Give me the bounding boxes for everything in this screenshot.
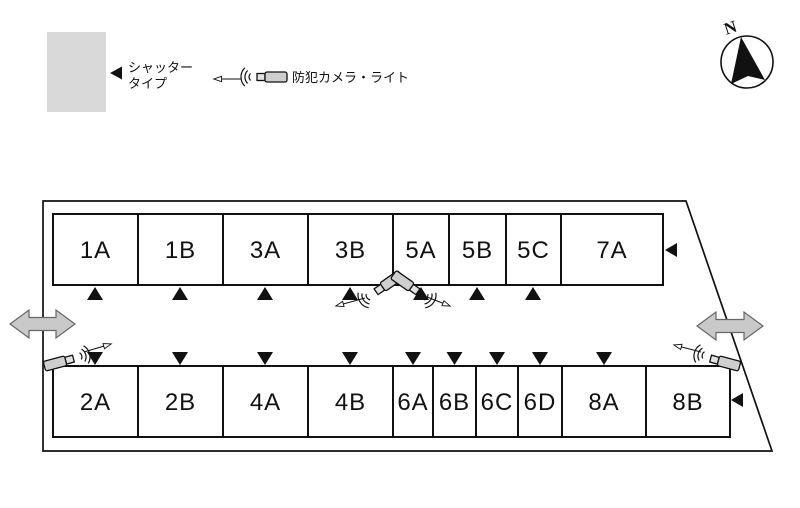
unit-label: 4A [250,389,281,416]
north-arrow-icon [731,37,765,84]
shutter-marker-8B-icon [731,393,743,407]
legend-camera-label: 防犯カメラ・ライト [292,70,409,85]
camera-direction-arrow [672,343,702,353]
legend: シャッター タイプ 防犯カメラ・ライト [47,32,409,112]
legend-shutter-label-line1: シャッター [128,60,193,75]
unit-label: 7A [596,237,627,264]
center-security-cameras [334,270,452,309]
east-entrance-arrow-icon [695,310,765,342]
entrance-marker-down-icon [342,352,358,365]
unit-label: 6B [439,389,470,416]
top-row: 1A 1B 3A 3B 5A 5B 5C 7A [52,213,664,286]
unit-label: 4B [335,389,366,416]
west-entrance-arrow-icon [8,308,77,340]
entrance-marker-down-icon [87,352,103,365]
unit-cell-5C: 5C [505,213,562,286]
unit-label: 2A [80,389,111,416]
unit-cell-5B: 5B [448,213,507,286]
legend-camera-waves-icon [240,67,251,87]
entrance-marker-down-icon [405,352,421,365]
unit-cell-4A: 4A [222,365,309,438]
unit-cell-3B: 3B [307,213,394,286]
unit-label: 1A [80,237,111,264]
entrance-marker-down-icon [489,352,505,365]
unit-label: 8A [588,389,619,416]
security-camera-icon [42,354,76,372]
compass-circle [720,35,774,89]
entrance-marker-down-icon [172,352,188,365]
unit-label: 2B [165,389,196,416]
unit-label: 1B [165,237,196,264]
unit-label: 6D [524,389,557,416]
entrance-marker-up-icon [172,287,188,300]
legend-shutter-label-line2: タイプ [128,76,167,91]
unit-cell-2B: 2B [137,365,224,438]
unit-cell-6D: 6D [517,365,563,438]
entrance-marker-down-icon [596,352,612,365]
unit-label: 5A [405,237,436,264]
top-row-entrance-markers [87,287,541,300]
compass-north-label: N [722,17,740,39]
camera-waves-icon [79,345,91,364]
bottom-row-entrance-markers [87,352,612,365]
entrance-marker-up-icon [413,287,429,300]
camera-waves-icon [693,344,705,363]
unit-cell-1A: 1A [52,213,139,286]
legend-building-swatch [47,32,106,112]
entrance-marker-up-icon [469,287,485,300]
unit-label: 6C [481,389,514,416]
camera-waves-icon [423,292,437,309]
entrance-marker-down-icon [257,352,273,365]
camera-waves-icon [357,292,371,309]
unit-cell-6A: 6A [392,365,434,438]
east-security-camera [672,343,742,372]
security-camera-icon [373,270,404,296]
security-camera-icon [256,71,288,83]
shutter-marker-icon [110,66,122,80]
unit-label: 8B [672,389,703,416]
unit-cell-8B: 8B [645,365,731,438]
unit-label: 3B [335,237,366,264]
unit-cell-5A: 5A [392,213,450,286]
west-security-camera [42,343,113,372]
entrance-marker-up-icon [257,287,273,300]
camera-direction-arrow [334,297,366,308]
unit-cell-8A: 8A [561,365,647,438]
camera-direction-arrow [426,296,452,307]
shutter-marker-7A-icon [665,243,677,257]
entrance-marker-down-icon [532,352,548,365]
entrance-marker-up-icon [87,287,103,300]
entrance-marker-up-icon [525,287,541,300]
unit-label: 5C [517,237,550,264]
unit-label: 3A [250,237,281,264]
security-camera-icon [390,270,421,296]
unit-label: 6A [397,389,428,416]
unit-cell-4B: 4B [307,365,394,438]
entrance-marker-down-icon [446,352,463,365]
security-camera-icon [708,354,742,372]
unit-cell-7A: 7A [560,213,664,286]
unit-cell-1B: 1B [137,213,224,286]
unit-cell-3A: 3A [222,213,309,286]
unit-cell-6C: 6C [475,365,519,438]
entrance-marker-up-icon [342,287,358,300]
site-boundary [42,200,774,452]
unit-label: 5B [462,237,493,264]
unit-cell-2A: 2A [52,365,139,438]
compass: N [720,17,774,89]
bottom-row: 2A 2B 4A 4B 6A 6B 6C 6D [52,365,731,438]
unit-cell-6B: 6B [432,365,477,438]
